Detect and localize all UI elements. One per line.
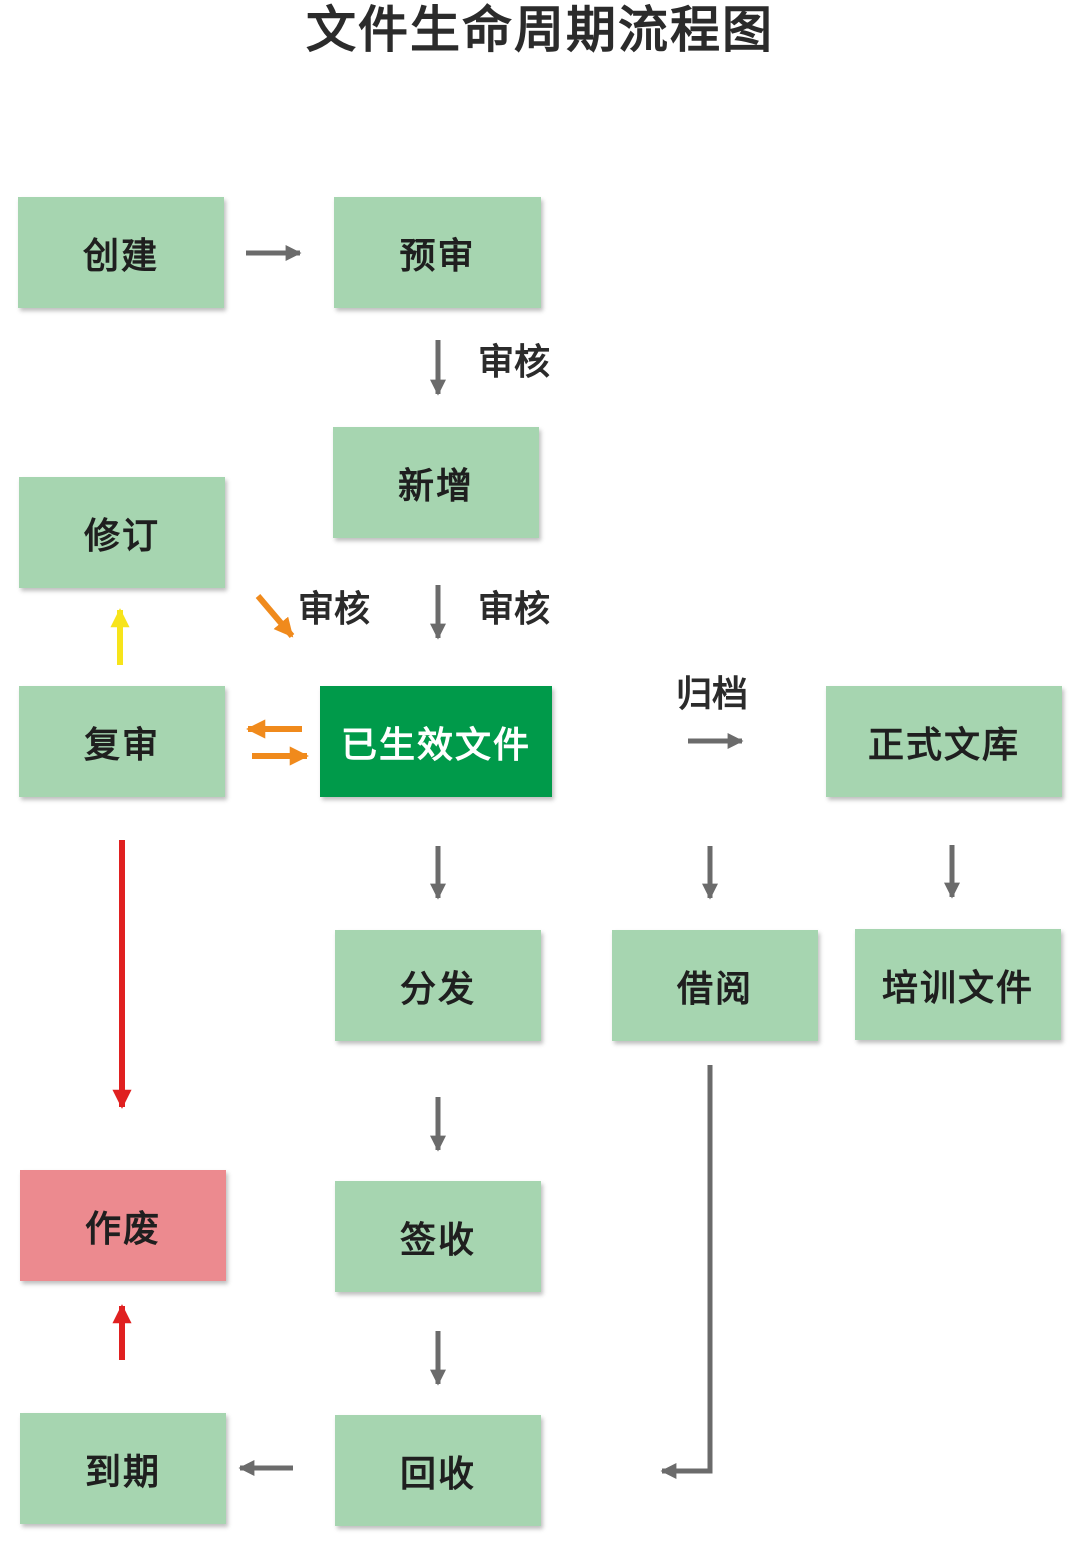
node-create: 创建 xyxy=(18,197,224,308)
page-title: 文件生命周期流程图 xyxy=(306,0,774,59)
arrow-borrow-to-recycle xyxy=(660,1065,713,1480)
node-void: 作废 xyxy=(20,1170,226,1281)
arrow-revise-to-effective xyxy=(255,594,295,638)
label-review-revise-effective: 审核 xyxy=(298,588,371,630)
label-review-prereview-add: 审核 xyxy=(478,341,551,383)
node-add: 新增 xyxy=(333,427,539,538)
node-borrow: 借阅 xyxy=(612,930,818,1041)
label-archive: 归档 xyxy=(676,673,749,715)
node-rereview: 复审 xyxy=(19,686,225,797)
node-recycle: 回收 xyxy=(335,1415,541,1526)
node-prereview: 预审 xyxy=(334,197,541,308)
label-review-add-effective: 审核 xyxy=(478,588,551,630)
node-sign: 签收 xyxy=(335,1181,541,1292)
node-training: 培训文件 xyxy=(855,929,1061,1040)
node-distribute: 分发 xyxy=(335,930,541,1041)
node-official-library: 正式文库 xyxy=(826,686,1062,797)
node-expire: 到期 xyxy=(20,1413,226,1524)
node-effective: 已生效文件 xyxy=(320,686,552,797)
node-revise: 修订 xyxy=(19,477,225,588)
